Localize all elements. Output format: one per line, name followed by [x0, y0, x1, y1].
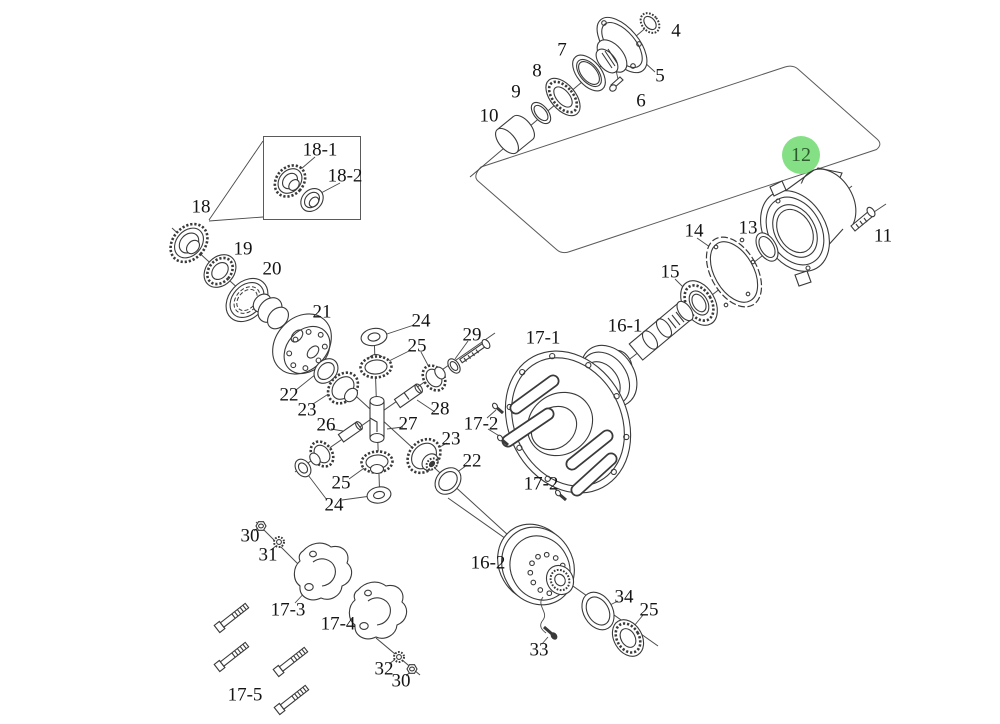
part-13-o-ring — [755, 232, 779, 262]
part-22-thrust-washer-lower — [434, 467, 462, 495]
part-17-1-carrier-housing — [501, 350, 632, 497]
part-9-ring — [530, 101, 552, 125]
part-label-25b: 25 — [331, 472, 351, 494]
part-23-side-gear-lower — [406, 437, 442, 475]
part-8-bearing — [545, 77, 581, 117]
part-label-15: 15 — [660, 261, 680, 283]
part-label-23a: 23 — [297, 399, 317, 421]
part-4-flange-nut — [639, 12, 661, 34]
part-label-28: 28 — [430, 398, 450, 420]
part-6-bolt — [609, 76, 624, 92]
part-22-thrust-washer-upper — [313, 358, 339, 384]
part-25-bearing-lower-right — [611, 619, 645, 657]
part-label-26: 26 — [316, 414, 336, 436]
part-label-22a: 22 — [279, 384, 299, 406]
part-label-17-2a: 17-2 — [463, 413, 499, 435]
subassembly-boundary — [475, 65, 881, 254]
part-input-flange — [595, 16, 648, 74]
part-12-bearing-housing — [756, 167, 857, 287]
part-28-pin — [393, 383, 423, 409]
part-18-1-bearing-cone — [273, 164, 307, 198]
part-24-washer-bottom — [366, 486, 392, 504]
part-label-16-2: 16-2 — [470, 552, 506, 574]
part-label-4: 4 — [671, 20, 681, 42]
part-21-diff-case — [252, 293, 332, 375]
highlighted-part-12-badge: 12 — [782, 136, 820, 174]
part-label-13: 13 — [738, 217, 758, 239]
part-26-pin — [337, 421, 363, 443]
part-label-21: 21 — [312, 301, 332, 323]
part-label-18: 18 — [191, 196, 211, 218]
part-18-2-bearing-race — [300, 188, 324, 212]
part-label-17-3: 17-3 — [270, 599, 306, 621]
part-label-6: 6 — [636, 90, 646, 112]
part-label-17-5: 17-5 — [227, 684, 263, 706]
part-label-33: 33 — [529, 639, 549, 661]
part-24-washer-top — [360, 327, 388, 347]
part-label-18-1: 18-1 — [302, 139, 338, 161]
part-16-2-ring-gear — [497, 523, 575, 606]
part-17-2-bolts — [491, 402, 567, 502]
part-label-25a: 25 — [407, 335, 427, 357]
part-17-4-bearing-cap — [348, 581, 408, 640]
part-label-22b: 22 — [462, 450, 482, 472]
part-label-19: 19 — [233, 238, 253, 260]
part-label-27: 27 — [398, 413, 418, 435]
part-34-ring — [581, 591, 615, 631]
part-label-23b: 23 — [441, 428, 461, 450]
part-25-pinion-gear-left — [309, 440, 335, 468]
part-label-9: 9 — [511, 81, 521, 103]
part-label-30b: 30 — [391, 670, 411, 692]
part-label-8: 8 — [532, 60, 542, 82]
part-label-18-2: 18-2 — [327, 165, 363, 187]
part-label-17-1: 17-1 — [525, 327, 561, 349]
part-32-lock-washer — [393, 651, 405, 663]
part-label-17-4: 17-4 — [320, 613, 356, 635]
part-label-20: 20 — [262, 258, 282, 280]
part-29-washer — [447, 358, 461, 374]
part-7-oil-seal — [572, 54, 606, 92]
part-25-pinion-gear-bottom — [360, 450, 394, 475]
part-25-pinion-gear-top — [359, 353, 393, 379]
part-label-11: 11 — [873, 225, 893, 247]
part-label-14: 14 — [684, 220, 704, 242]
part-label-10: 10 — [479, 105, 499, 127]
detail-box-18 — [263, 136, 361, 220]
part-label-24a: 24 — [411, 310, 431, 332]
part-label-31: 31 — [258, 544, 278, 566]
part-label-29: 29 — [462, 324, 482, 346]
part-label-5: 5 — [655, 65, 665, 87]
part-29-bolt — [459, 338, 491, 364]
part-label-34: 34 — [614, 586, 634, 608]
part-27-cross-shaft — [369, 395, 385, 444]
part-label-16-1: 16-1 — [607, 315, 643, 337]
part-18-bearing — [169, 222, 209, 264]
part-14-gasket — [705, 236, 763, 308]
part-10-spacer — [495, 114, 535, 155]
part-label-30a: 30 — [240, 525, 260, 547]
part-24-washer-left — [294, 458, 312, 478]
part-label-24b: 24 — [324, 494, 344, 516]
part-label-17-2b: 17-2 — [523, 473, 559, 495]
part-label-25c: 25 — [639, 599, 659, 621]
part-19-bearing-cup — [203, 254, 237, 288]
part-33-lock-bolt — [540, 596, 558, 640]
part-label-7: 7 — [557, 39, 567, 61]
part-25-pinion-gear-right — [421, 364, 447, 392]
part-11-bolt — [850, 206, 876, 232]
part-23-side-gear-upper — [326, 371, 360, 405]
part-17-3-bearing-cap — [293, 542, 353, 601]
part-label-32: 32 — [374, 658, 394, 680]
